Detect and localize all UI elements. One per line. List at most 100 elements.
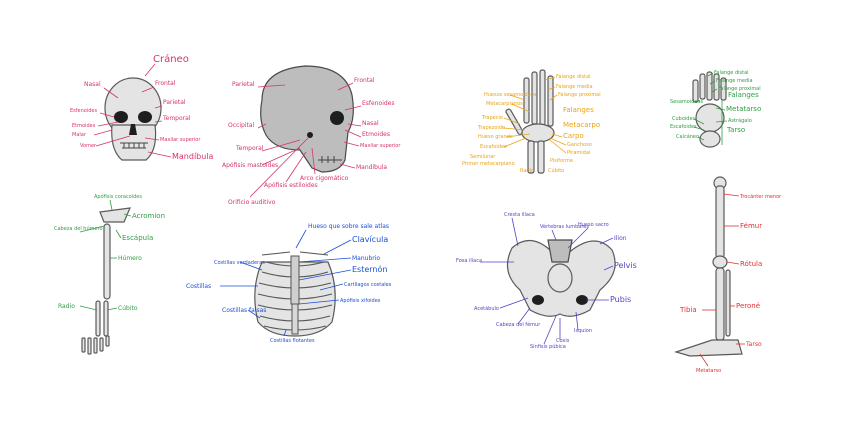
label-cartilagos-costales: Cartílagos costales [344, 281, 392, 288]
label-mandibula: Mandíbula [172, 152, 214, 161]
ribcage-drawing [254, 251, 336, 337]
label-metatarso-foot: Metatarso [726, 105, 761, 113]
label-isquion: Isquion [574, 328, 592, 334]
label-pelvis: Pelvis [614, 261, 637, 270]
arm-leaders [79, 199, 132, 311]
label-esfenoides: Esfenoides [70, 108, 97, 114]
label-trocanter-menor: Trocánter menor [739, 193, 782, 200]
label-escafoides: Escafoides [480, 144, 507, 150]
hand-panel: Huesos sesamoideos Falange distal Falang… [462, 69, 601, 174]
label-parietal: Parietal [163, 99, 186, 106]
label-falange-proximal-foot: Falange proximal [718, 86, 761, 92]
leg-leaders [699, 193, 745, 367]
label-orificio-auditivo: Orificio auditivo [228, 199, 276, 206]
label-apofisis-mastoides: Apófisis mastoides [222, 162, 278, 169]
label-rotula: Rótula [740, 260, 762, 268]
label-maxilar-superior: Maxilar superior [160, 137, 201, 143]
label-radio-arm: Radio [58, 303, 75, 310]
skull-side-panel: Parietal Frontal Esfenoides Occipital Na… [222, 65, 401, 206]
label-esternon: Esternón [352, 264, 387, 274]
label-cabeza-humero: Cabeza del húmero [54, 225, 103, 232]
label-esfenoides-side: Esfenoides [362, 100, 395, 107]
label-hueso-sobresale-atlas: Hueso que sobre sale atlas [308, 223, 389, 230]
label-vomer: Vomer [80, 143, 97, 149]
label-trapezoide: Trapezoide [477, 125, 505, 131]
label-clavicula: Clavícula [352, 235, 388, 244]
label-frontal: Frontal [155, 80, 176, 87]
pelvis-drawing [506, 239, 616, 317]
label-sesamoideos: Sesamoideos [670, 99, 704, 105]
label-costillas-falsas: Costillas falsas [222, 307, 266, 314]
skull-side-leaders [249, 82, 362, 198]
hand-leaders [503, 76, 567, 154]
skull-front-leaders [93, 86, 172, 158]
label-humero: Húmero [118, 255, 142, 262]
label-vertebras-lumbares: Vértebras lumbares [540, 223, 589, 230]
foot-leaders [693, 72, 728, 145]
arm-panel: Apófisis coracoides Acromion Cabeza del … [54, 193, 165, 355]
label-escafoides-foot: Escafoides [670, 124, 697, 130]
label-astragalo: Astrágalo [728, 117, 752, 124]
label-pisiforme: Pisiforme [550, 158, 573, 164]
pelvis-panel: Cresta ilíaca Vértebras lumbares Hueso s… [456, 211, 637, 350]
foot-panel: Falange distal Falange media Falange pro… [670, 70, 761, 148]
label-apofisis-estiloides: Apófisis estiloides [264, 182, 318, 189]
label-temporal-side: Temporal [235, 145, 264, 152]
label-pubis: Pubis [610, 295, 631, 304]
label-arco-cigomatico: Arco cigomático [300, 175, 349, 182]
label-falange-distal: Falange distal [556, 74, 591, 80]
label-etmoides-side: Etmoides [362, 131, 390, 138]
label-falange-media-foot: Falange media [716, 78, 753, 84]
label-costillas-verdaderas: Costillas verdaderas [214, 260, 265, 266]
leg-panel: Trocánter menor Fémur Rótula Tibia Peron… [673, 176, 782, 374]
label-tarso-leg: Tarso [745, 341, 762, 348]
ribcage-leaders [220, 229, 352, 337]
label-fosa-iliaca: Fosa ilíaca [456, 257, 482, 264]
label-tibia: Tibia [679, 306, 697, 314]
label-coxis: Coxis [556, 338, 570, 344]
skull-side-labels: Parietal Frontal Esfenoides Occipital Na… [222, 77, 401, 206]
label-metatarso-leg: Metatarso [696, 368, 721, 374]
label-cresta-iliaca: Cresta ilíaca [504, 211, 535, 218]
label-piramidal: Piramidal [567, 150, 590, 156]
label-hueso-grande: Hueso grande [478, 134, 513, 140]
label-primer-metacarpiano: Primer metacarpiano [462, 161, 515, 167]
label-ganchoso: Ganchoso [567, 142, 592, 148]
label-falange-proximal: Falange proximal [558, 92, 601, 98]
leg-labels: Trocánter menor Fémur Rótula Tibia Peron… [679, 193, 782, 374]
pelvis-labels: Cresta ilíaca Vértebras lumbares Hueso s… [456, 211, 637, 350]
label-parietal-side: Parietal [232, 81, 255, 88]
label-acetabulo: Acetábulo [474, 305, 499, 312]
label-tarso-foot: Tarso [726, 126, 745, 134]
skull-front-drawing [104, 77, 162, 161]
foot-drawing [692, 71, 727, 148]
label-calcaneo: Calcáneo [676, 133, 699, 140]
label-cubito-arm: Cúbito [118, 305, 138, 312]
label-costillas: Costillas [186, 283, 211, 290]
label-frontal-side: Frontal [354, 77, 375, 84]
label-carpo: Carpo [563, 132, 584, 140]
pelvis-leaders [480, 217, 614, 345]
label-trapecio: Trapecio [481, 115, 503, 121]
skull-front-title: Cráneo [153, 53, 189, 65]
label-acromion: Acromion [132, 212, 165, 220]
ribcage-panel: Hueso que sobre sale atlas Clavícula Cos… [186, 223, 392, 344]
label-etmoides: Etmoides [72, 123, 96, 129]
label-falange-media: Falange media [556, 84, 593, 90]
label-apofisis-xifoides: Apófisis xifoides [340, 297, 381, 304]
label-apofisis-coracoides: Apófisis coracoides [94, 193, 142, 200]
label-femur: Fémur [740, 222, 762, 230]
label-radio-hand: Radio [520, 168, 534, 174]
leg-drawing [673, 176, 743, 357]
arm-labels: Apófisis coracoides Acromion Cabeza del … [54, 193, 165, 312]
label-perone: Peroné [736, 302, 760, 310]
skull-side-drawing [260, 65, 354, 173]
label-cabeza-femur: Cabeza del fémur [496, 321, 541, 328]
label-falanges: Falanges [563, 106, 594, 114]
label-sinfisis-pubica: Sínfisis púbica [530, 343, 566, 350]
label-escapula: Escápula [122, 234, 153, 242]
ribcage-labels: Hueso que sobre sale atlas Clavícula Cos… [186, 223, 392, 344]
skull-front-panel: Cráneo Nasal Frontal Parietal Temporal E… [70, 53, 214, 161]
label-temporal: Temporal [162, 115, 191, 122]
